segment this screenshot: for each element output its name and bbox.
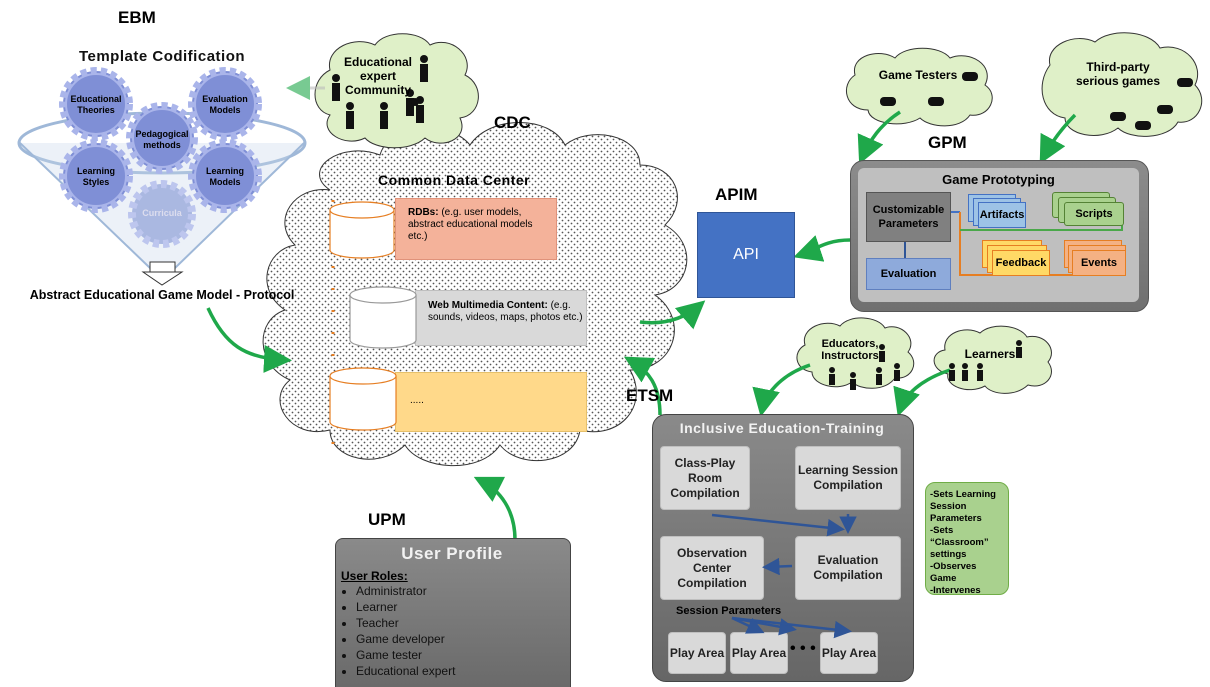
cdc-label: CDC bbox=[494, 113, 531, 132]
play-area-ellipsis: • • • bbox=[790, 640, 816, 657]
learning-session-compilation: Learning Session Compilation bbox=[795, 446, 901, 510]
upm-panel bbox=[335, 538, 571, 687]
feedback-box: Feedback bbox=[992, 250, 1050, 276]
play-area-3: Play Area bbox=[820, 632, 878, 674]
apim-label: APIM bbox=[715, 185, 758, 204]
note-2: -Sets “Classroom” settings bbox=[930, 525, 989, 560]
testers-cloud-text: Game Testers bbox=[878, 68, 958, 82]
green-arrows bbox=[206, 110, 1077, 541]
web-bold: Web Multimedia Content: bbox=[428, 300, 548, 311]
web-rest: (e.g. sounds, videos, maps, photos etc.) bbox=[428, 300, 583, 323]
role-item: Educational expert bbox=[356, 663, 455, 679]
rdb-cylinder-icon bbox=[329, 201, 395, 259]
role-item: Administrator bbox=[356, 583, 455, 599]
learner-person-icons bbox=[949, 340, 1022, 381]
learners-cloud-text: Learners bbox=[964, 347, 1016, 361]
scripts-box: Scripts bbox=[1064, 202, 1124, 226]
role-item: Game developer bbox=[356, 631, 455, 647]
ebm-gears bbox=[59, 67, 262, 248]
gear-label: Educational Theories bbox=[70, 94, 122, 115]
thirdparty-cloud-text: Third-party serious games bbox=[1075, 60, 1161, 88]
cdc-title: Common Data Center bbox=[378, 172, 531, 188]
role-item: Game tester bbox=[356, 647, 455, 663]
session-params-label: Session Parameters bbox=[676, 605, 782, 617]
expert-cloud-shape bbox=[314, 33, 479, 149]
gear-label: Curricula bbox=[142, 208, 182, 218]
events-box: Events bbox=[1072, 250, 1126, 276]
artifacts-box: Artifacts bbox=[978, 202, 1026, 228]
upm-title: User Profile bbox=[401, 544, 503, 563]
web-cylinder-icon bbox=[349, 286, 417, 349]
evaluation-compilation: Evaluation Compilation bbox=[795, 536, 901, 600]
ebm-footer: Abstract Educational Game Model - Protoc… bbox=[29, 288, 295, 302]
play-area-1: Play Area bbox=[668, 632, 726, 674]
ebm-title: Template Codification bbox=[78, 48, 246, 65]
upm-label: UPM bbox=[368, 510, 406, 529]
notes-box: -Sets Learning Session Parameters -Sets … bbox=[925, 482, 1009, 596]
gear-label: Evaluation Models bbox=[202, 94, 248, 115]
gpm-label: GPM bbox=[928, 133, 967, 152]
etsm-arrows bbox=[711, 513, 857, 639]
other-store bbox=[395, 372, 587, 432]
gear-label: Learning Styles bbox=[76, 166, 115, 187]
controller-icons bbox=[880, 72, 1193, 130]
educator-person-icons bbox=[829, 344, 900, 390]
observation-compilation: Observation Center Compilation bbox=[660, 536, 764, 600]
note-3: -Observes Game bbox=[930, 561, 977, 584]
user-roles-list: Administrator Learner Teacher Game devel… bbox=[340, 583, 455, 679]
rdb-rest: (e.g. user models, abstract educational … bbox=[408, 207, 533, 242]
class-play-compilation: Class-Play Room Compilation bbox=[660, 446, 750, 510]
other-store-text: ..... bbox=[410, 395, 424, 406]
rdb-store bbox=[395, 198, 557, 260]
expert-person-icons bbox=[332, 55, 428, 129]
gpm-title: Game Prototyping bbox=[942, 172, 1055, 187]
note-4: -Intervenes bbox=[930, 585, 981, 596]
etsm-label: ETSM bbox=[626, 386, 674, 405]
ebm-label: EBM bbox=[118, 8, 156, 27]
gear-label: Learning Models bbox=[205, 166, 244, 187]
gear-label: Pedagogical methods bbox=[135, 129, 189, 150]
educators-cloud-shape bbox=[796, 317, 915, 389]
customizable-params: Customizable Parameters bbox=[866, 192, 951, 242]
other-cylinder-icon bbox=[329, 367, 397, 431]
testers-cloud-shape bbox=[846, 47, 993, 127]
rdb-bold: RDBs: bbox=[408, 207, 439, 218]
expert-cloud-text: Educational expert Community bbox=[343, 55, 412, 97]
rdb-store-text: RDBs: (e.g. user models, abstract educat… bbox=[408, 207, 548, 243]
role-item: Learner bbox=[356, 599, 455, 615]
educators-cloud-text: Educators, Instructors bbox=[821, 338, 879, 362]
gpm-evaluation: Evaluation bbox=[866, 258, 951, 290]
role-item: Teacher bbox=[356, 615, 455, 631]
user-roles-title: User Roles: bbox=[341, 569, 408, 583]
api-box: API bbox=[697, 212, 795, 298]
etsm-title: Inclusive Education-Training bbox=[679, 420, 885, 436]
note-1: -Sets Learning Session Parameters bbox=[930, 489, 996, 524]
web-store-text: Web Multimedia Content: (e.g. sounds, vi… bbox=[428, 300, 586, 324]
web-store bbox=[415, 290, 587, 346]
